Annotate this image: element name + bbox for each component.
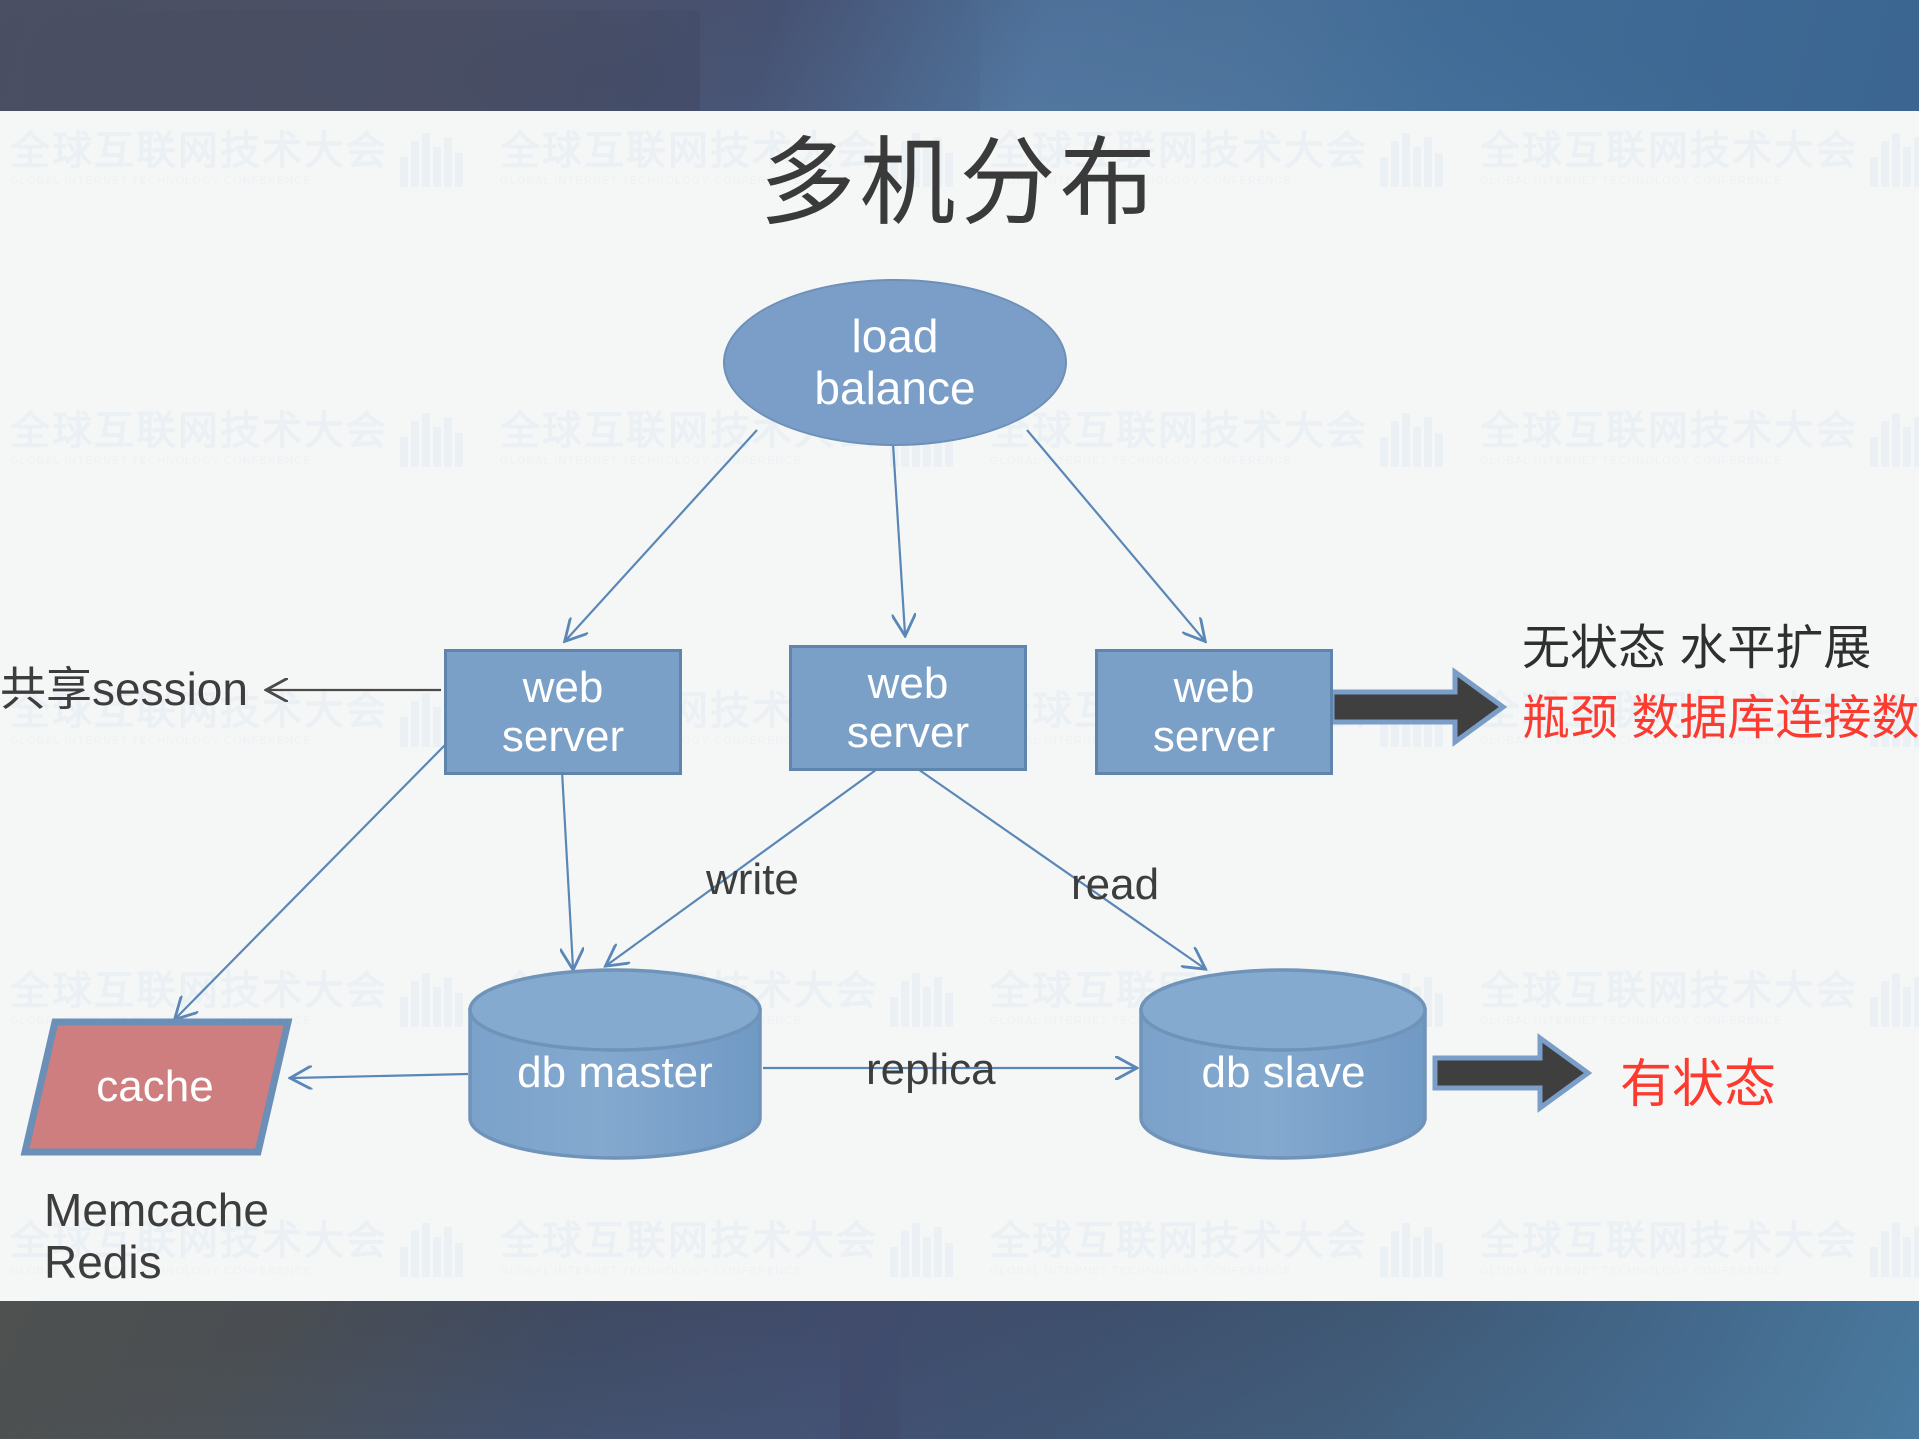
annotation-stateless: 无状态 水平扩展 — [1522, 622, 1872, 675]
page-title: 多机分布 — [759, 127, 1160, 239]
node-db-slave-label: db slave — [1201, 1048, 1366, 1098]
db-slave-shape — [1139, 968, 1427, 1160]
wire-ws2-dbs-read — [914, 766, 1204, 968]
wire-lb-ws3 — [1026, 429, 1204, 640]
node-web-server-3[interactable]: web server — [1095, 649, 1333, 775]
band-swoosh-light-2 — [980, 0, 1919, 111]
bottom-decorative-band — [0, 1301, 1919, 1439]
top-decorative-band — [0, 0, 1919, 111]
annotation-shared-session: 共享session — [0, 663, 248, 715]
node-db-master[interactable]: db master — [470, 978, 760, 1150]
node-cache[interactable]: cache — [25, 1022, 285, 1152]
lb-line-1: load — [851, 309, 939, 362]
node-web-server-1-label: web server — [502, 663, 624, 762]
node-web-server-2-label: web server — [847, 659, 969, 758]
annotation-cache-implementations: Memcache Redis — [44, 1184, 269, 1288]
wire-lb-ws1 — [566, 429, 758, 640]
edge-label-read: read — [1071, 860, 1160, 909]
cache-shape — [20, 1018, 293, 1156]
ws2-line-1: web — [867, 658, 949, 708]
bottom-swoosh-3 — [180, 1341, 960, 1439]
ws1-line-1: web — [522, 662, 604, 712]
bottom-swoosh-1 — [0, 1301, 840, 1439]
node-db-slave[interactable]: db slave — [1141, 978, 1426, 1150]
ws3-line-2: server — [1152, 712, 1276, 761]
wire-lb-ws2 — [893, 443, 905, 634]
wire-ws1-dbm — [562, 770, 573, 968]
ws1-line-2: server — [501, 712, 625, 761]
node-web-server-1[interactable]: web server — [444, 649, 682, 775]
node-web-server-3-label: web server — [1153, 663, 1275, 762]
node-load-balance-label: load balance — [814, 309, 976, 414]
block-arrow-stateful — [1432, 1033, 1593, 1113]
bottom-swoosh-2 — [900, 1301, 1919, 1439]
edge-label-replica: replica — [866, 1045, 996, 1094]
node-load-balance[interactable]: load balance — [723, 279, 1067, 446]
db-master-shape — [468, 968, 762, 1160]
wire-ws2-dbm-write — [607, 766, 881, 965]
edge-label-write: write — [706, 855, 799, 904]
band-swoosh-dark — [0, 10, 700, 111]
wire-ws1-cache — [176, 743, 447, 1018]
node-cache-label: cache — [96, 1062, 214, 1112]
ws3-line-1: web — [1173, 662, 1255, 712]
ws2-line-2: server — [846, 708, 970, 757]
wire-dbm-cache — [292, 1074, 469, 1078]
annotation-bottleneck: 瓶颈 数据库连接数 — [1522, 692, 1919, 745]
annotation-stateful: 有状态 — [1620, 1056, 1777, 1114]
block-arrow-stateless — [1329, 667, 1508, 747]
lb-line-2: balance — [814, 361, 976, 414]
band-swoosh-light-1 — [700, 0, 1919, 111]
node-db-master-label: db master — [517, 1048, 713, 1098]
node-web-server-2[interactable]: web server — [789, 645, 1027, 771]
